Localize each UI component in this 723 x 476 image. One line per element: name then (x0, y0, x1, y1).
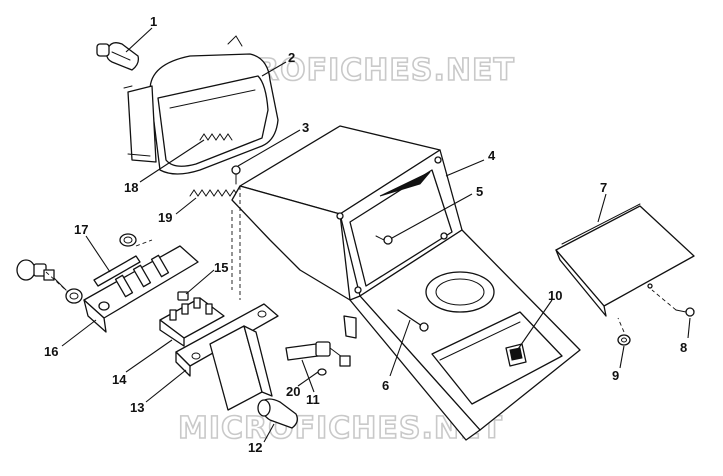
assembly-guides (45, 186, 625, 333)
part-2-headlight-housing (123, 35, 279, 175)
leader-lines (61, 27, 691, 443)
lamp-socket (16, 259, 67, 291)
callout-2: 2 (288, 50, 295, 65)
part-4-hood (231, 125, 581, 441)
part-19-spring (189, 189, 239, 197)
part-20-nut (317, 368, 327, 376)
callout-16: 16 (44, 344, 58, 359)
part-10-clip (505, 343, 527, 367)
callout-1: 1 (150, 14, 157, 29)
callout-14: 14 (112, 372, 127, 387)
part-11-bolt (285, 341, 351, 367)
part-14-terminal-block (159, 297, 225, 347)
part-15-connector (177, 291, 189, 301)
part-9-washer (617, 334, 631, 346)
part-8-screw (651, 289, 695, 317)
part-16-socket-plate (83, 245, 199, 333)
part-12-bulb (257, 398, 298, 429)
callout-7: 7 (600, 180, 607, 195)
part-5-screw (375, 235, 393, 245)
part-13-bracket (175, 303, 279, 411)
part-3-screw (231, 165, 241, 185)
part-17-bracket (93, 255, 141, 287)
callout-12: 12 (248, 440, 262, 455)
callout-6: 6 (382, 378, 389, 393)
callout-13: 13 (130, 400, 144, 415)
callout-15: 15 (214, 260, 228, 275)
part-18-spring (199, 133, 233, 141)
part-1-bulb (96, 42, 140, 71)
callout-8: 8 (680, 340, 687, 355)
callout-10: 10 (548, 288, 562, 303)
callout-17: 17 (74, 222, 88, 237)
part-6-bolt (397, 309, 429, 332)
callout-5: 5 (476, 184, 483, 199)
callout-19: 19 (158, 210, 172, 225)
callout-11: 11 (306, 392, 320, 407)
callout-18: 18 (124, 180, 138, 195)
callout-3: 3 (302, 120, 309, 135)
callout-9: 9 (612, 368, 619, 383)
callout-4: 4 (488, 148, 496, 163)
callout-labels: 1 2 3 4 5 6 7 8 9 10 11 12 13 14 15 16 1… (44, 14, 687, 455)
callout-20: 20 (286, 384, 300, 399)
part-7-panel (555, 203, 695, 317)
socket-grommet (65, 233, 137, 304)
